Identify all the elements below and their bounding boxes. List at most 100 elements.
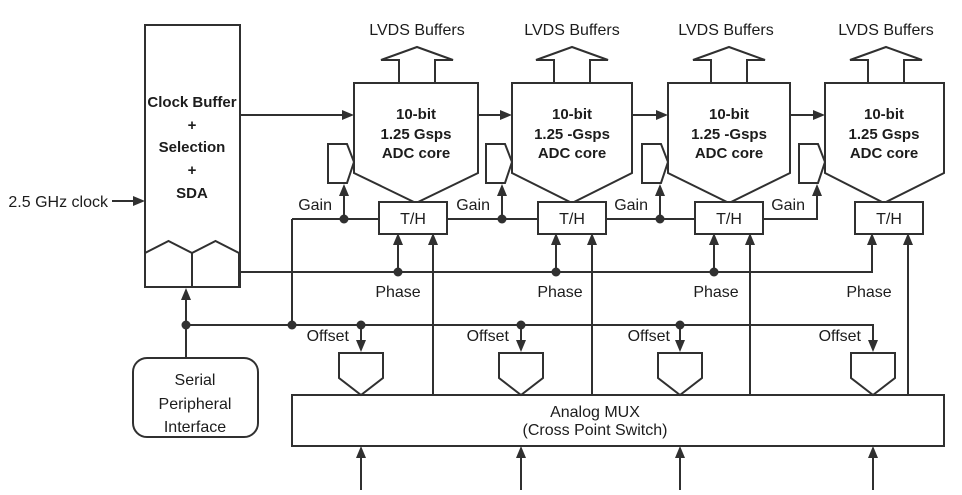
th-box: [694, 201, 764, 235]
offset-rail: [186, 324, 874, 341]
arrowhead-up-icon: [428, 233, 438, 245]
arrowhead-up-icon: [655, 184, 665, 196]
arrowhead-up-icon: [587, 233, 597, 245]
adc-core-line2: 1.25 Gsps: [849, 126, 920, 143]
adc-core-shape: [353, 82, 479, 205]
th-label: T/H: [559, 211, 585, 228]
gain-dac-shape: [485, 143, 514, 184]
arrowhead-down-icon: [356, 340, 366, 352]
adc-core-shape: [667, 82, 791, 205]
arrowhead-down-icon: [675, 340, 685, 352]
lvds-buffers-label: LVDS Buffers: [838, 22, 933, 39]
lvds-block-arrow-icon: [535, 45, 609, 84]
clock-buffer-block: Clock Buffer + Selection + SDA: [144, 24, 241, 288]
gain-label: Gain: [614, 197, 648, 214]
arrowhead-right-icon: [813, 110, 825, 120]
adc-core-shape: [824, 82, 945, 205]
gain-label: Gain: [298, 197, 332, 214]
gain-dac-shape: [327, 143, 356, 184]
offset-label: Offset: [819, 328, 862, 345]
junction-dot: [287, 320, 297, 330]
phase-label: Phase: [537, 284, 582, 301]
adc-core-line3: ADC core: [382, 145, 450, 162]
th-label: T/H: [876, 211, 902, 228]
clock-input-label: 2.5 GHz clock: [8, 194, 109, 211]
clock-buffer-line3: SDA: [176, 185, 208, 202]
spi-line3: Interface: [164, 419, 226, 436]
adc-core-line3: ADC core: [850, 145, 918, 162]
adc-core-line2: 1.25 -Gsps: [691, 126, 767, 143]
lvds-block-arrow-icon: [849, 45, 923, 84]
gain-dac-shape: [641, 143, 670, 184]
arrowhead-up-icon: [393, 233, 403, 245]
gain-label: Gain: [456, 197, 490, 214]
arrowhead-up-icon: [675, 446, 685, 458]
analog-mux-block: Analog MUX (Cross Point Switch): [291, 394, 945, 490]
gain-rail: [292, 195, 818, 220]
offset-label: Offset: [307, 328, 350, 345]
junction-dot: [181, 320, 191, 330]
lvds-buffers-label: LVDS Buffers: [678, 22, 773, 39]
lvds-buffers-label: LVDS Buffers: [369, 22, 464, 39]
arrowhead-right-icon: [656, 110, 668, 120]
adc-core-line3: ADC core: [538, 145, 606, 162]
th-label: T/H: [400, 211, 426, 228]
lvds-buffers-label: LVDS Buffers: [524, 22, 619, 39]
adc-channel-3: LVDS Buffers 10-bit 1.25 -Gsps ADC core …: [614, 22, 791, 397]
th-box: [378, 201, 448, 235]
arrowhead-up-icon: [745, 233, 755, 245]
adc-core-line1: 10-bit: [864, 106, 904, 123]
th-box: [537, 201, 607, 235]
adc-channel-2: LVDS Buffers 10-bit 1.25 -Gsps ADC core …: [456, 22, 633, 397]
arrowhead-up-icon: [868, 446, 878, 458]
adc-core-line1: 10-bit: [552, 106, 592, 123]
gain-label: Gain: [771, 197, 805, 214]
arrowhead-up-icon: [812, 184, 822, 196]
phase-label: Phase: [846, 284, 891, 301]
spi-box: [132, 357, 259, 438]
arrowhead-up-icon: [709, 233, 719, 245]
arrowhead-down-icon: [868, 340, 878, 352]
th-box: [854, 201, 924, 235]
gain-dac-shape: [798, 143, 827, 184]
adc-core-line3: ADC core: [695, 145, 763, 162]
offset-label: Offset: [628, 328, 671, 345]
phase-label: Phase: [375, 284, 420, 301]
arrowhead-up-icon: [497, 184, 507, 196]
spi-block: Serial Peripheral Interface: [132, 288, 259, 438]
arrowhead-right-icon: [133, 196, 145, 206]
analog-mux-box: [291, 394, 945, 447]
arrowhead-up-icon: [339, 184, 349, 196]
spi-line1: Serial: [175, 372, 216, 389]
clock-buffer-plus1: +: [188, 117, 197, 134]
clock-driver-pentagon-right: [191, 239, 240, 287]
arrowhead-up-icon: [867, 233, 877, 245]
lvds-block-arrow-icon: [380, 45, 454, 84]
lvds-block-arrow-icon: [692, 45, 766, 84]
arrowhead-up-icon: [516, 446, 526, 458]
arrowhead-right-icon: [342, 110, 354, 120]
arrowhead-up-icon: [551, 233, 561, 245]
arrowhead-right-icon: [500, 110, 512, 120]
offset-dac-shape: [850, 352, 896, 397]
adc-core-line1: 10-bit: [396, 106, 436, 123]
offset-label: Offset: [467, 328, 510, 345]
phase-label: Phase: [693, 284, 738, 301]
clock-buffer-line1: Clock Buffer: [147, 94, 236, 111]
adc-channel-4: LVDS Buffers 10-bit 1.25 Gsps ADC core G…: [771, 22, 945, 397]
th-label: T/H: [716, 211, 742, 228]
analog-mux-line2: (Cross Point Switch): [523, 422, 668, 439]
adc-core-line2: 1.25 Gsps: [381, 126, 452, 143]
arrowhead-up-icon: [181, 288, 191, 300]
arrowhead-up-icon: [356, 446, 366, 458]
offset-dac-shape: [657, 352, 703, 397]
adc-core-line1: 10-bit: [709, 106, 749, 123]
adc-channel-1: LVDS Buffers 10-bit 1.25 Gsps ADC core G…: [298, 22, 479, 397]
arrowhead-down-icon: [516, 340, 526, 352]
clock-input: 2.5 GHz clock: [8, 194, 145, 211]
adc-core-shape: [511, 82, 633, 205]
analog-mux-line1: Analog MUX: [550, 404, 640, 421]
spi-line2: Peripheral: [159, 396, 232, 413]
